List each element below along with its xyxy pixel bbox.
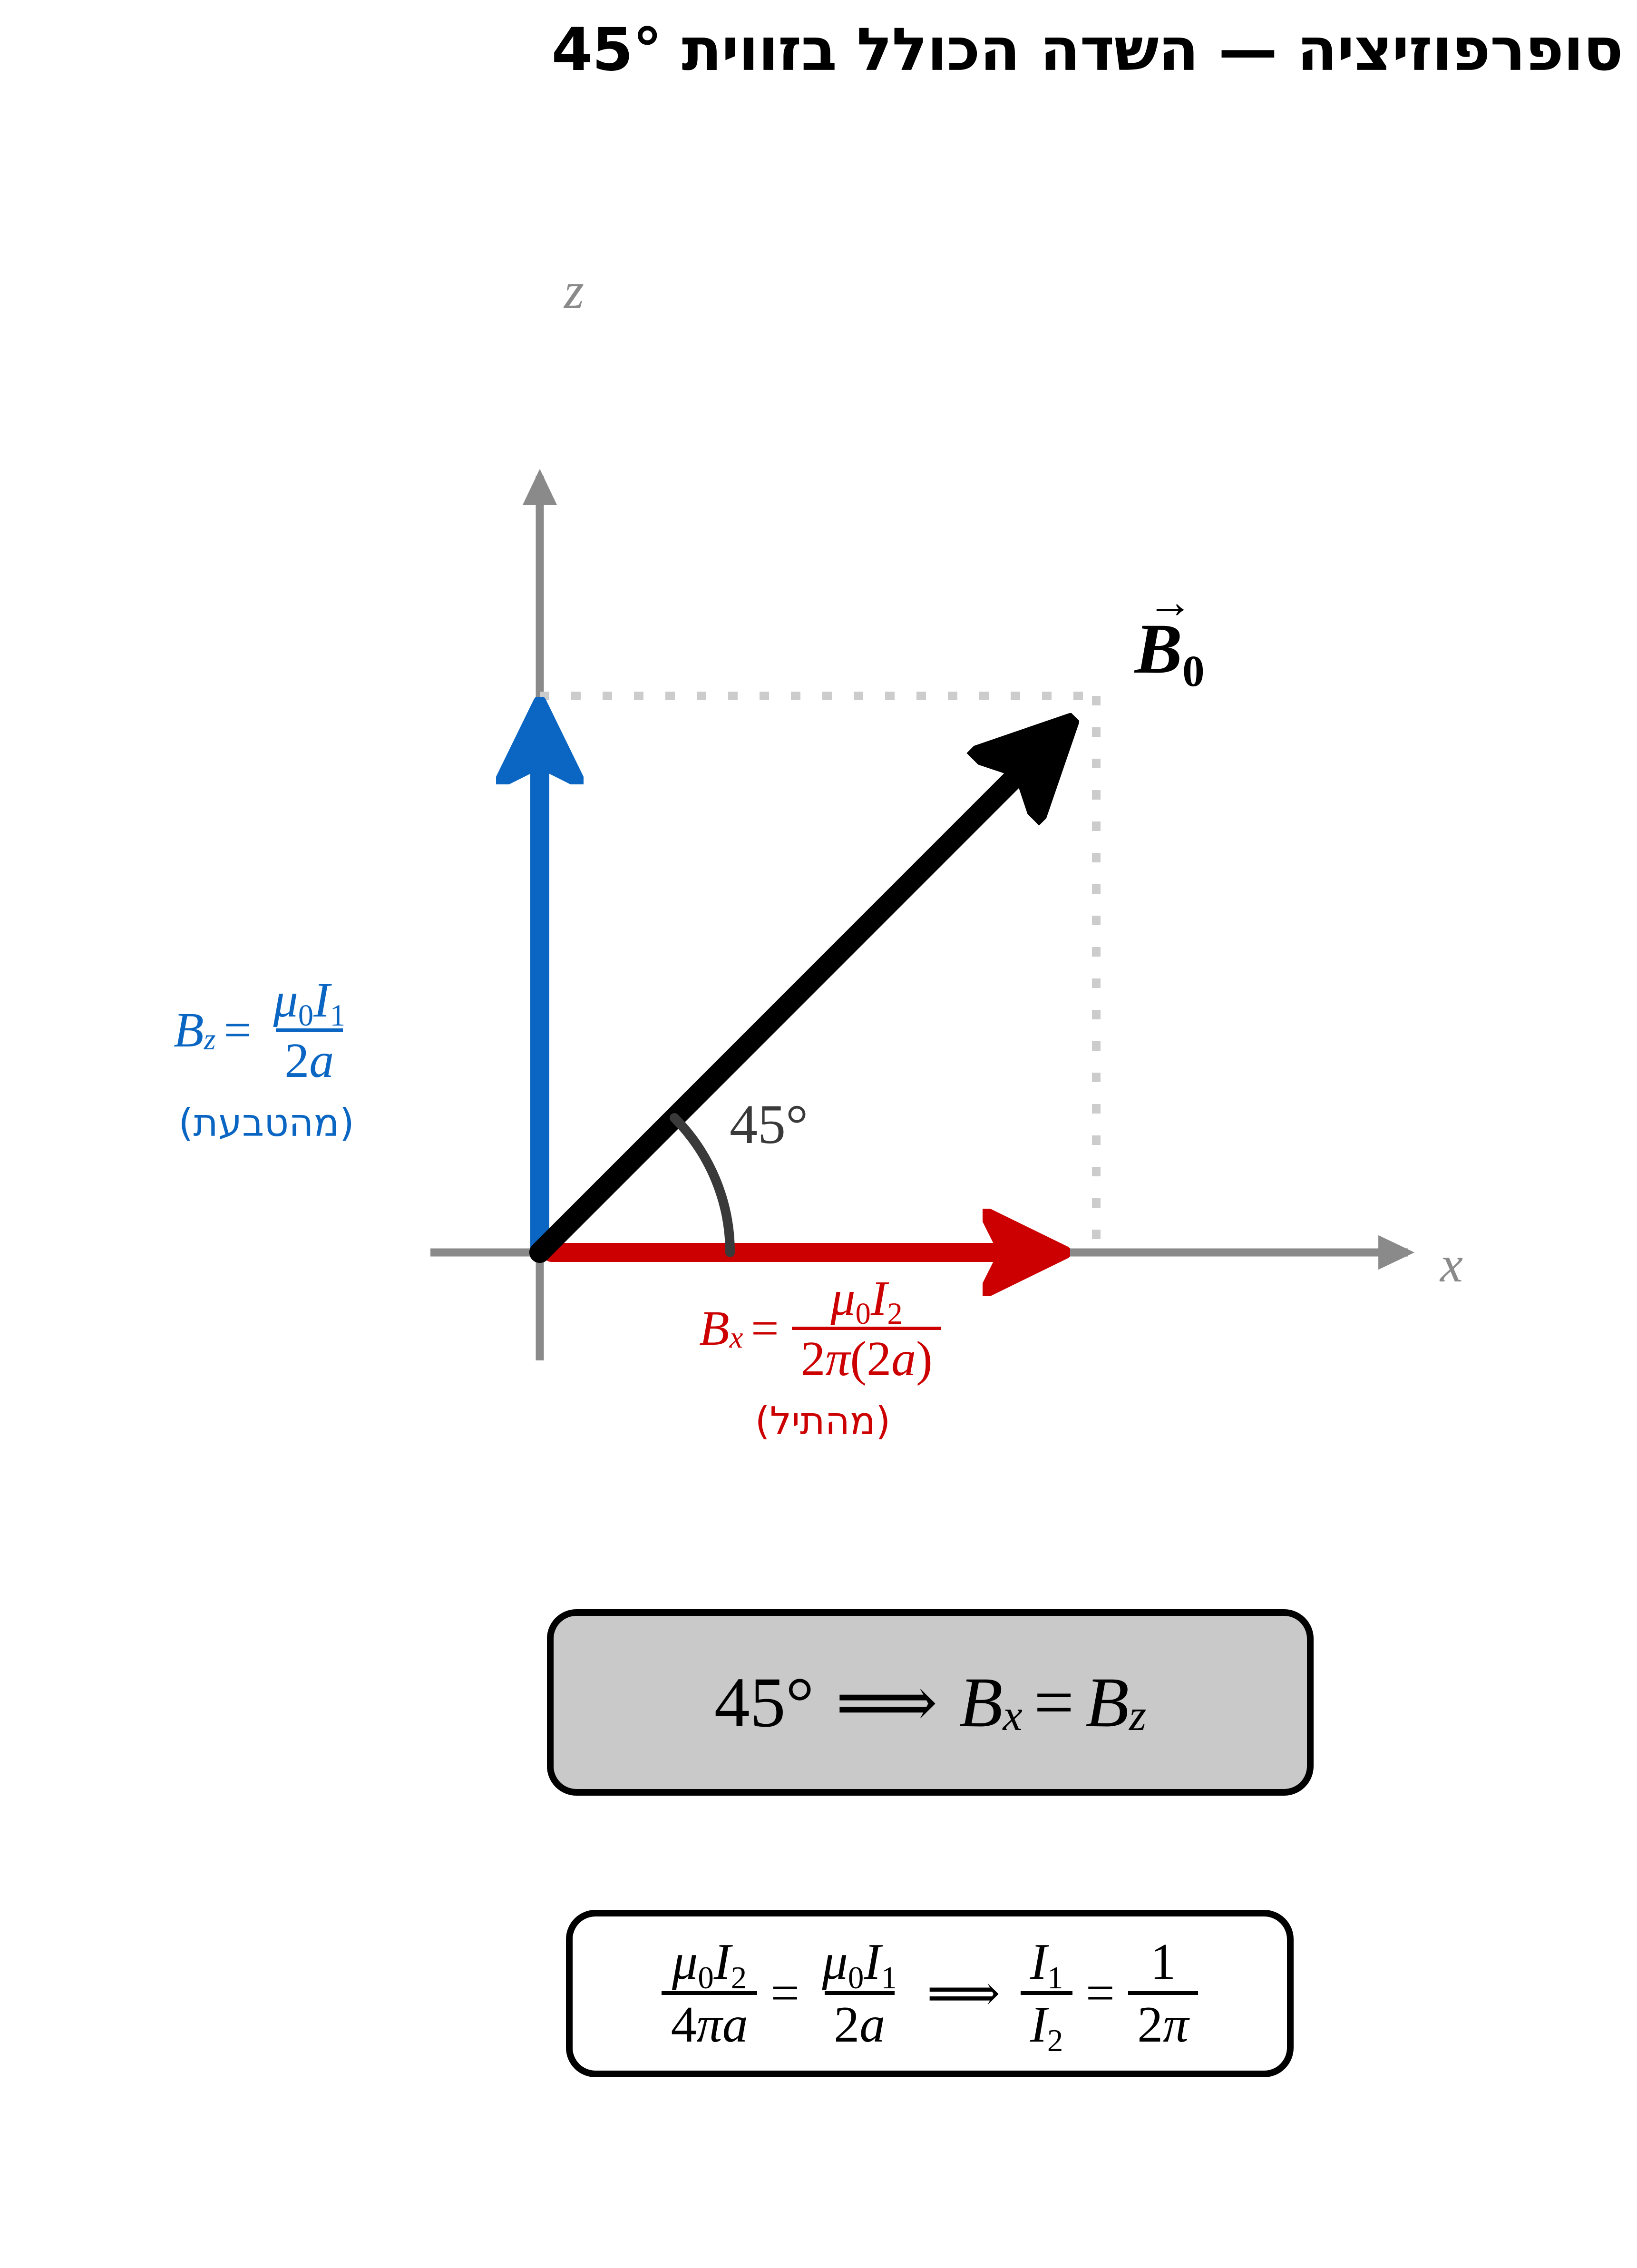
bz-fraction: μ0I1 2a — [264, 974, 354, 1087]
z-axis-label: z — [564, 263, 585, 319]
page-title: סופרפוזיציה — השדה הכולל בזווית 45° — [551, 16, 1623, 84]
bx-fraction: μ0I2 2π(2a) — [791, 1271, 942, 1385]
angle-arc — [670, 1113, 735, 1257]
bz-source-note: (מהטבעת) — [178, 1100, 354, 1145]
bz-denominator: 2a — [275, 1028, 343, 1086]
implies-arrow-icon: ⟹ — [835, 1663, 938, 1742]
b0-resultant-arrow — [529, 746, 1046, 1263]
bx-source-note: (מהתיל) — [755, 1398, 891, 1443]
origin-point — [529, 1242, 550, 1263]
current-ratio-fraction: I1 I2 — [1021, 1935, 1072, 2057]
title-bar: סופרפוזיציה — השדה הכולל בזווית 45° — [0, 0, 1637, 100]
angle-result-angle: 45° — [714, 1663, 814, 1742]
bx-denominator: 2π(2a) — [791, 1327, 942, 1385]
b0-vector-label: → B0 — [1135, 579, 1205, 696]
ratio-right-fraction: μ0I1 2a — [822, 1933, 897, 2053]
vector-diagram-canvas — [430, 469, 1415, 1360]
ratio-left-fraction: μ0I2 4πa — [662, 1935, 758, 2053]
ratio-equals-1: = — [770, 1965, 800, 2022]
angle-45-label: 45° — [730, 1093, 809, 1155]
b0-symbol: B0 — [1135, 609, 1205, 696]
ratio-result-box: μ0I2 4πa = μ0I1 2a ⟹ I1 I2 = 1 2π — [566, 1910, 1294, 2077]
x-axis-label: x — [1440, 1236, 1463, 1293]
ratio-implies-arrow-icon: ⟹ — [926, 1965, 1001, 2022]
bz-numerator: μ0I1 — [273, 973, 345, 1033]
one-over-two-pi-fraction: 1 2π — [1128, 1935, 1198, 2053]
ratio-result-expression: μ0I2 4πa = μ0I1 2a ⟹ I1 I2 = 1 2π — [656, 1933, 1203, 2057]
bx-numerator: μ0I2 — [830, 1271, 903, 1331]
ratio-equals-2: = — [1085, 1965, 1115, 2022]
